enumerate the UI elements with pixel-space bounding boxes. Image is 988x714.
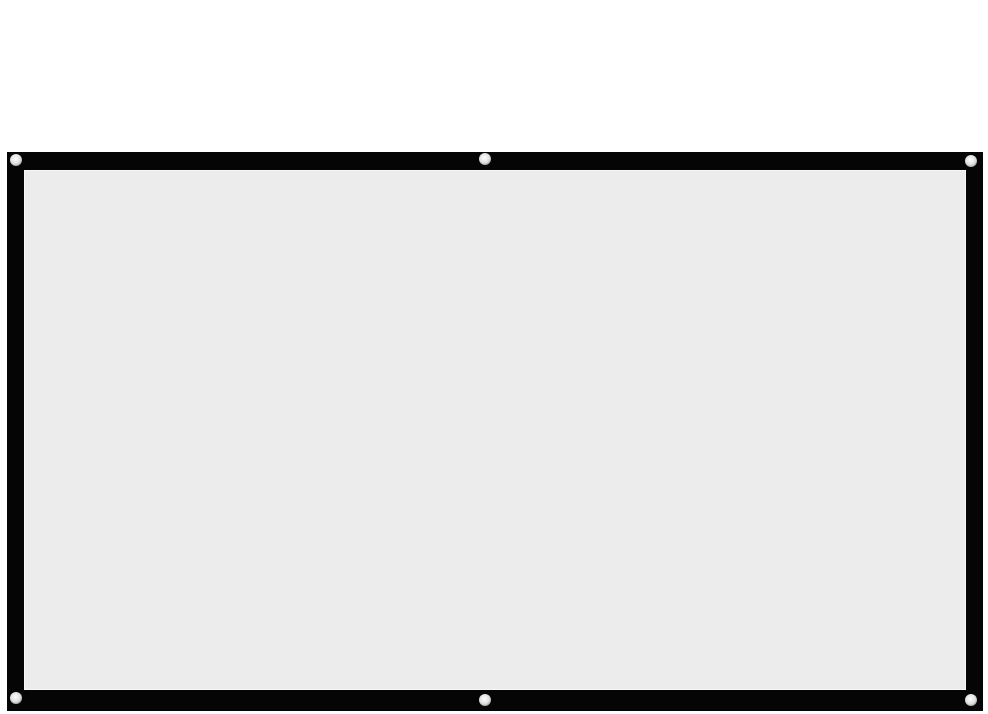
grommet-bottom-right [965,694,977,706]
projection-surface [24,170,966,690]
grommet-bottom-left [10,692,22,704]
projector-screen-frame [7,152,983,711]
grommet-top-right [965,155,977,167]
grommet-top-center [479,153,491,165]
grommet-bottom-center [479,694,491,706]
grommet-top-left [10,154,22,166]
